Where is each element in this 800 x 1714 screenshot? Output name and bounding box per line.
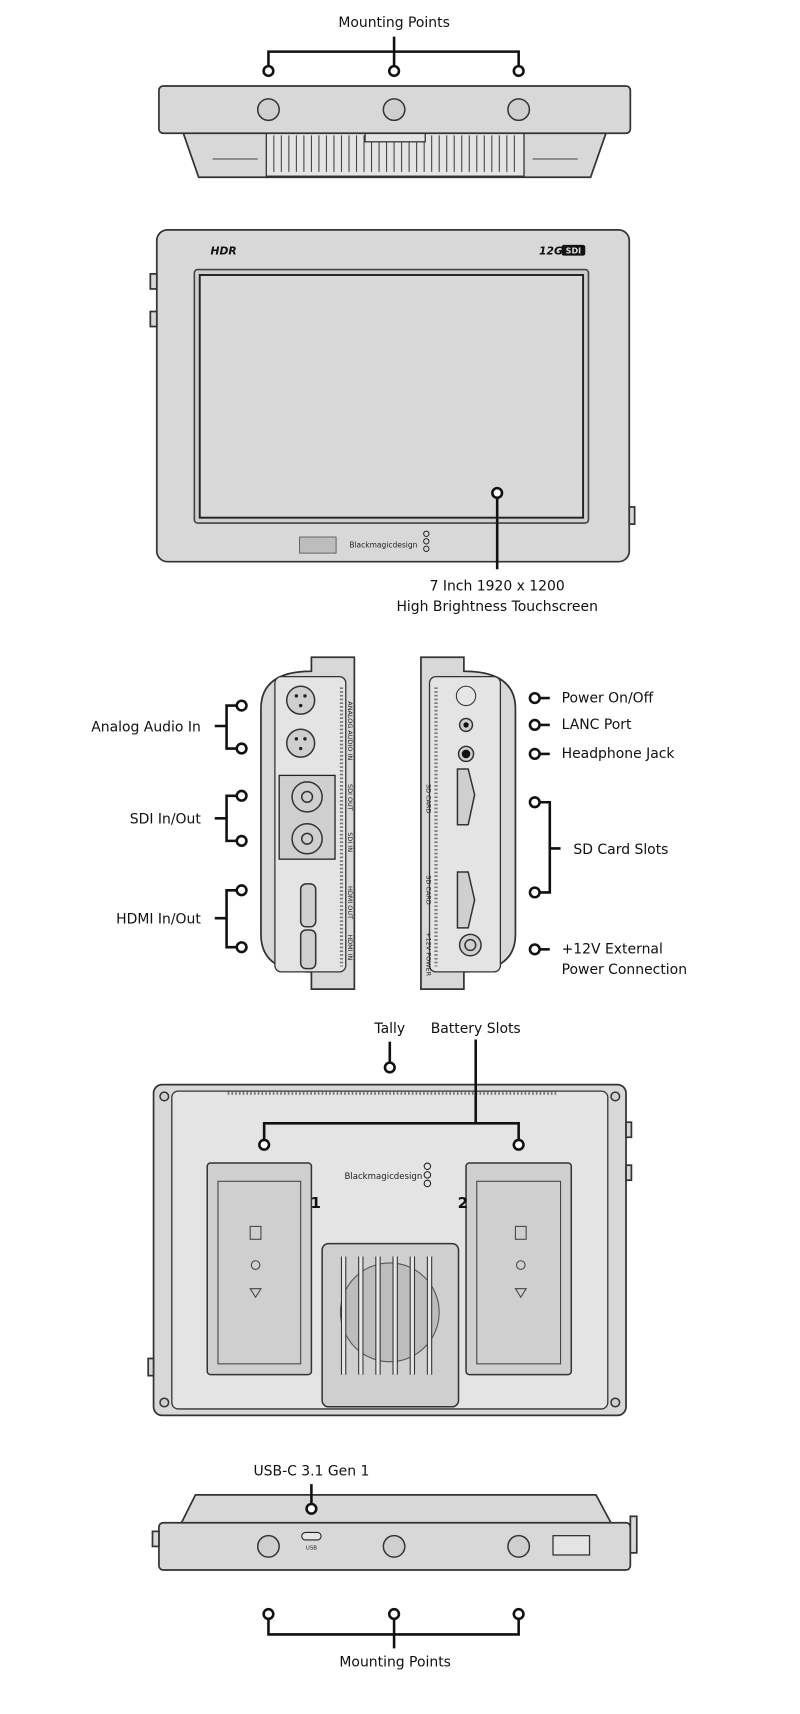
sdi-badge-bg [561,244,586,256]
back-view: Tally Battery Slots 1 2 Blackmagicdesign [147,1021,633,1417]
callout-dot [512,1138,525,1151]
sd-card-slot-1 [456,768,476,826]
port-label: HDMI IN [346,934,354,960]
tally-label: Tally [373,1021,405,1037]
back-brand-logo: Blackmagicdesign [344,1172,422,1182]
sdi-in-out-label: SDI In/Out [130,812,202,828]
mount-point [382,1534,406,1558]
port-label: SDI IN [346,832,354,852]
callout-dot [491,486,504,500]
xlr-port [285,685,316,715]
serial-label-plate [552,1535,591,1556]
external-power-label-line1: +12V External [562,942,663,958]
mount-point [507,98,531,122]
top-view: Mounting Points [158,15,632,179]
hdmi-out-port [299,883,317,928]
brand-logo-icon [423,530,430,552]
slot-number-2: 2 [458,1194,468,1212]
power-button [455,685,477,707]
mount-point [256,98,280,122]
mount-point [382,98,406,122]
bottom-view: USB-C 3.1 Gen 1 USB Mounting Points [151,1464,638,1671]
sdi-badge: SDI [566,247,581,256]
hdmi-in-port [299,929,317,970]
mounting-points-label-bottom: Mounting Points [339,1655,451,1671]
battery-slot-1 [206,1162,313,1376]
sd-card-slots-label: SD Card Slots [573,842,668,858]
port-label: ANALOG AUDIO IN [346,701,354,760]
port-label: SDI OUT [346,784,354,811]
bottom-stand [179,1493,614,1526]
battery-slots-label: Battery Slots [431,1021,521,1037]
callout-dot [258,1138,271,1151]
mount-point [507,1534,531,1558]
port-label: SD CARD [424,784,432,813]
sd-card-slot-2 [456,871,476,929]
brand-logo-icon [423,1162,432,1188]
callout-dot [262,64,275,78]
external-power-label-line2: Power Connection [562,962,687,978]
port-label: HDMI OUT [346,886,354,919]
slot-number-1: 1 [310,1194,320,1212]
headphone-jack-label: Headphone Jack [562,746,676,762]
usb-c-port [301,1531,322,1541]
lanc-port-label: LANC Port [562,717,632,733]
power-on-off-label: Power On/Off [562,690,654,706]
right-side-view: SD CARD SD CARD +12V POWER Power On/Off … [420,656,687,990]
12g-badge: 12G [539,245,563,258]
tally-dot [383,1061,396,1074]
front-view: HDR 12G SDI Blackmagicdesign 7 Inch 1920… [149,229,636,615]
callout-lines [267,36,520,69]
callout-dot [512,64,525,78]
mounting-points-label-top: Mounting Points [338,15,450,31]
screen-label-line2: High Brightness Touchscreen [396,599,597,615]
analog-audio-in-label: Analog Audio In [91,719,201,735]
port-label: SD CARD [424,875,432,904]
front-brand-logo: Blackmagicdesign [349,541,417,550]
speaker-grille [299,536,337,554]
hdr-badge: HDR [210,245,236,258]
hdmi-in-out-label: HDMI In/Out [116,912,201,928]
port-label: +12V POWER [424,932,432,976]
usb-c-label: USB-C 3.1 Gen 1 [253,1464,369,1480]
usb-port-text: USB [306,1546,317,1552]
callout-dot [387,64,401,78]
screen-label-line1: 7 Inch 1920 x 1200 [430,579,565,595]
callout-dot [305,1502,318,1515]
left-side-view: ANALOG AUDIO IN SDI OUT SDI IN HDMI OUT … [91,656,356,990]
xlr-port [285,728,316,758]
touchscreen [198,274,585,519]
vent-lines [273,135,515,172]
mount-point [256,1534,280,1558]
